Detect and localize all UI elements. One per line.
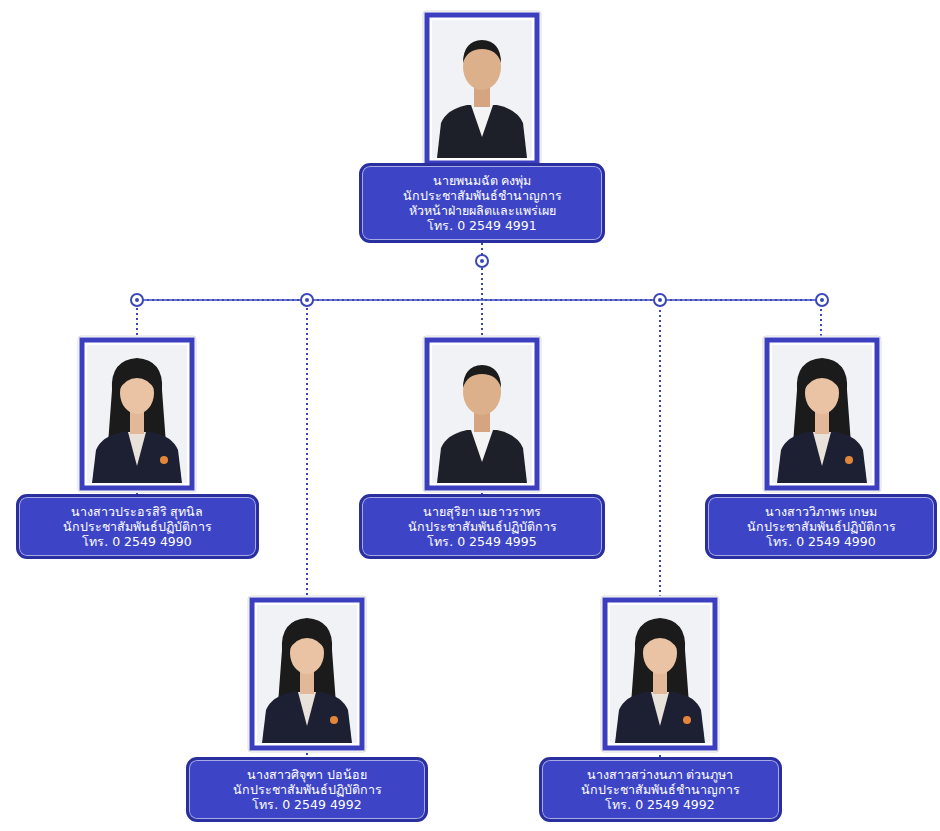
person-detail: นักประชาสัมพันธ์ปฏิบัติการ xyxy=(31,519,244,534)
person-detail: โทร. 0 2549 4990 xyxy=(31,534,244,549)
person-name: นางสาววิภาพร เกษม xyxy=(720,504,922,519)
staff-box: นายสุริยา เมธาวราทรนักประชาสัมพันธ์ปฏิบั… xyxy=(359,494,605,559)
person-name: นางสาวประอรสิริ สุทนิล xyxy=(31,504,244,519)
person-detail: หัวหน้าฝ่ายผลิตและแพร่เผย xyxy=(374,203,590,218)
person-detail: โทร. 0 2549 4995 xyxy=(374,534,590,549)
junction-rings xyxy=(131,255,828,306)
person-detail: โทร. 0 2549 4991 xyxy=(374,218,590,233)
portrait-photo xyxy=(78,336,196,492)
portrait-photo xyxy=(423,336,541,492)
staff-box: นางสาวสว่างนภา ต่วนภูษานักประชาสัมพันธ์ช… xyxy=(539,757,782,822)
head-box: นายพนมฉัต คงพุ่มนักประชาสัมพันธ์ชำนาญการ… xyxy=(359,163,605,243)
person-detail: นักประชาสัมพันธ์ชำนาญการ xyxy=(374,188,590,203)
person-detail: โทร. 0 2549 4992 xyxy=(201,797,413,812)
staff-box: นางสาวประอรสิริ สุทนิลนักประชาสัมพันธ์ปฏ… xyxy=(16,494,259,559)
branch-bar xyxy=(137,299,822,301)
person-name: นางสาวสว่างนภา ต่วนภูษา xyxy=(554,767,767,782)
person-detail: นักประชาสัมพันธ์ปฏิบัติการ xyxy=(201,782,413,797)
person-name: นางสาวศิจุฑา ปอน้อย xyxy=(201,767,413,782)
person-name: นายพนมฉัต คงพุ่ม xyxy=(374,173,590,188)
person-detail: นักประชาสัมพันธ์ชำนาญการ xyxy=(554,782,767,797)
person-detail: นักประชาสัมพันธ์ปฏิบัติการ xyxy=(374,519,590,534)
person-detail: โทร. 0 2549 4992 xyxy=(554,797,767,812)
person-detail: โทร. 0 2549 4990 xyxy=(720,534,922,549)
person-detail: นักประชาสัมพันธ์ปฏิบัติการ xyxy=(720,519,922,534)
portrait-photo xyxy=(248,596,366,752)
person-name: นายสุริยา เมธาวราทร xyxy=(374,504,590,519)
junction-dots xyxy=(135,259,824,302)
portrait-photo xyxy=(423,11,541,167)
staff-box: นางสาวศิจุฑา ปอน้อยนักประชาสัมพันธ์ปฏิบั… xyxy=(186,757,428,822)
staff-box: นางสาววิภาพร เกษมนักประชาสัมพันธ์ปฏิบัติ… xyxy=(705,494,937,559)
portrait-photo xyxy=(763,336,881,492)
portrait-photo xyxy=(601,596,719,752)
